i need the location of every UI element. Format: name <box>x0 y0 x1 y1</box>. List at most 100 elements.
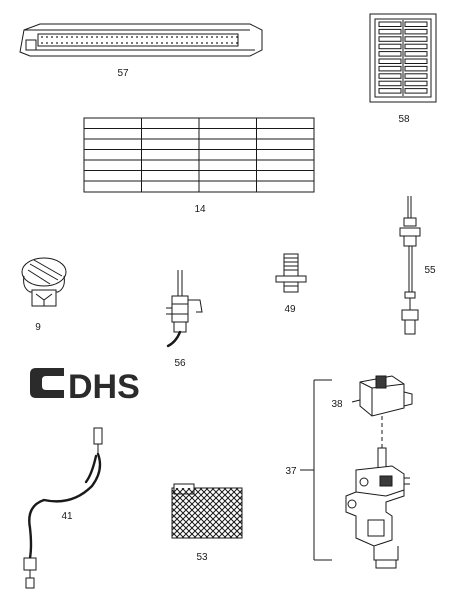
burner-port <box>91 36 93 38</box>
burner-port <box>101 36 103 38</box>
burner-port <box>176 36 178 38</box>
mesh-line <box>235 488 242 495</box>
grille-slot <box>378 28 402 35</box>
label-53: 53 <box>196 552 208 563</box>
burner-port <box>216 42 218 44</box>
mesh-line <box>172 488 197 513</box>
burner-port <box>171 42 173 44</box>
burner-port <box>61 42 63 44</box>
burner-port <box>121 42 123 44</box>
grille-slot <box>404 36 428 42</box>
burner-port <box>156 36 158 38</box>
grille-slot <box>404 58 428 64</box>
mesh-line <box>172 519 191 538</box>
burner-port <box>181 42 183 44</box>
part-55-thermocouple <box>399 196 421 335</box>
burner-port <box>186 36 188 38</box>
burner-port <box>206 36 208 38</box>
burner-port <box>171 36 173 38</box>
burner-port <box>191 42 193 44</box>
mesh-line <box>172 531 179 538</box>
part-14-radiant-panel <box>83 117 315 193</box>
burner-port <box>196 36 198 38</box>
burner-port <box>181 36 183 38</box>
mesh-line <box>172 488 215 531</box>
mesh-line <box>235 531 242 538</box>
burner-port <box>71 42 73 44</box>
mesh-line <box>172 488 173 489</box>
part-9-knob <box>21 257 67 307</box>
grille-slot <box>378 21 402 27</box>
dhs-logo: DHS <box>30 368 140 406</box>
burner-port <box>56 42 58 44</box>
part-41-wire-harness <box>23 427 103 589</box>
part-53-mesh-screen <box>171 483 243 539</box>
burner-port <box>236 36 238 38</box>
burner-port <box>111 42 113 44</box>
mesh-line <box>223 488 242 507</box>
burner-port <box>211 42 213 44</box>
burner-port <box>146 42 148 44</box>
burner-port <box>71 36 73 38</box>
part-49-fitting <box>275 253 307 293</box>
burner-port <box>51 36 53 38</box>
burner-port <box>76 36 78 38</box>
burner-port <box>116 36 118 38</box>
burner-port <box>146 36 148 38</box>
burner-port <box>206 42 208 44</box>
logo-text: DHS <box>68 368 140 406</box>
burner-port <box>86 42 88 44</box>
grille-slot <box>404 43 428 50</box>
mesh-line <box>172 488 209 525</box>
part-56-pilot <box>166 270 203 348</box>
burner-port <box>56 36 58 38</box>
burner-port <box>176 42 178 44</box>
burner-port <box>51 42 53 44</box>
burner-port <box>216 36 218 38</box>
burner-port <box>221 36 223 38</box>
burner-port <box>106 36 108 38</box>
burner-port <box>201 42 203 44</box>
burner-port <box>161 36 163 38</box>
burner-port <box>66 42 68 44</box>
grille-slot <box>378 88 402 94</box>
label-9: 9 <box>35 322 41 333</box>
mesh-line <box>211 507 242 538</box>
burner-port <box>81 42 83 44</box>
burner-port <box>66 36 68 38</box>
mesh-line <box>172 525 185 538</box>
label-56: 56 <box>174 358 186 369</box>
grille-slot <box>378 58 402 64</box>
label-38: 38 <box>331 399 343 410</box>
burner-port <box>166 42 168 44</box>
grille-slot <box>404 73 428 79</box>
grille-slot <box>378 80 402 87</box>
grille-slot <box>404 88 428 94</box>
label-57: 57 <box>117 68 129 79</box>
burner-port <box>226 42 228 44</box>
burner-port <box>46 42 48 44</box>
burner-port <box>151 36 153 38</box>
mesh-line <box>172 488 221 537</box>
burner-port <box>201 36 203 38</box>
part-38-valve-head <box>351 375 413 417</box>
burner-port <box>46 36 48 38</box>
mesh-line <box>217 488 242 513</box>
grille-slot <box>378 36 402 42</box>
burner-port <box>221 42 223 44</box>
mesh-line <box>199 495 242 538</box>
burner-port <box>121 36 123 38</box>
burner-port <box>126 42 128 44</box>
mesh-line <box>172 488 203 519</box>
mesh-line <box>229 488 242 501</box>
grille-slot <box>378 43 402 50</box>
burner-port <box>131 42 133 44</box>
part-57-burner-bar <box>19 23 263 57</box>
burner-port <box>141 36 143 38</box>
burner-port <box>91 42 93 44</box>
burner-port <box>191 36 193 38</box>
mesh-line <box>172 488 191 507</box>
burner-port <box>86 36 88 38</box>
mesh-line <box>217 513 242 538</box>
